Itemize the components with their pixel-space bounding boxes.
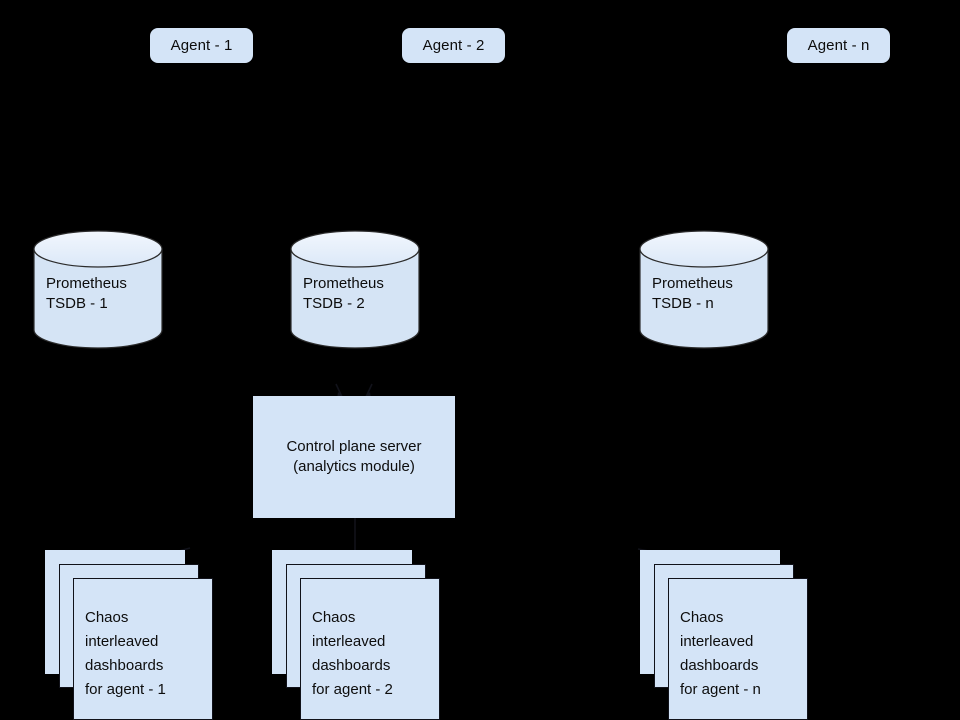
dashboard-card-front-n[interactable] [668, 578, 808, 720]
database-cylinder-n[interactable]: Prometheus TSDB - n [639, 230, 769, 349]
agent-box-n[interactable]: Agent - n [787, 28, 890, 63]
database-label-2: Prometheus TSDB - 2 [303, 275, 384, 312]
dashboard-label-n: Chaos interleaved dashboards for agent -… [680, 609, 761, 698]
dashboard-label-1: Chaos interleaved dashboards for agent -… [85, 609, 166, 698]
dashboard-card-front-1[interactable] [73, 578, 213, 720]
dashboard-label-2: Chaos interleaved dashboards for agent -… [312, 609, 393, 698]
database-label-1: Prometheus TSDB - 1 [46, 275, 127, 312]
database-cylinder-1[interactable]: Prometheus TSDB - 1 [33, 230, 163, 349]
agent-label-n: Agent - n [807, 37, 870, 54]
dashboard-stack-n[interactable]: Chaos interleaved dashboards for agent -… [640, 550, 820, 720]
agent-box-2[interactable]: Agent - 2 [402, 28, 505, 63]
agent-box-1[interactable]: Agent - 1 [150, 28, 253, 63]
database-cylinder-2[interactable]: Prometheus TSDB - 2 [290, 230, 420, 349]
control-plane-label: Control plane server (analytics module) [286, 438, 422, 475]
control-plane-box[interactable]: Control plane server (analytics module) [253, 396, 455, 518]
agent-label-2: Agent - 2 [422, 37, 485, 54]
agent-label-1: Agent - 1 [170, 37, 233, 54]
dashboard-stack-1[interactable]: Chaos interleaved dashboards for agent -… [45, 550, 225, 720]
database-label-n: Prometheus TSDB - n [652, 275, 733, 312]
dashboard-stack-2[interactable]: Chaos interleaved dashboards for agent -… [272, 550, 452, 720]
